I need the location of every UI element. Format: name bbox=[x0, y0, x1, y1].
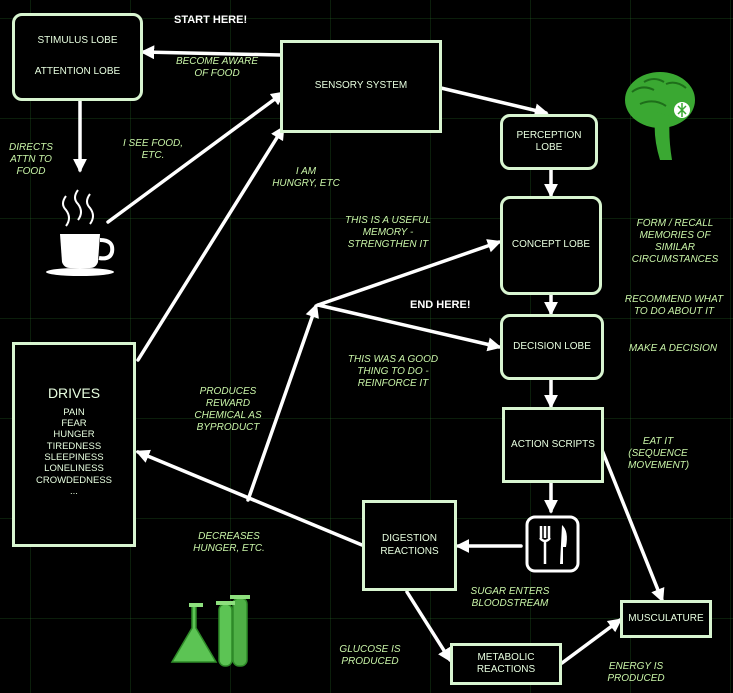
concept-lobe-label: CONCEPT LOBE bbox=[511, 239, 591, 251]
annotation-good-thing: THIS WAS A GOOD THING TO DO - REINFORCE … bbox=[347, 354, 439, 389]
annotation-energy-produced: ENERGY IS PRODUCED bbox=[607, 661, 665, 684]
action-scripts-box: ACTION SCRIPTS bbox=[502, 407, 604, 483]
stimulus-lobe-label: STIMULUS LOBE bbox=[37, 35, 118, 47]
drive-item: TIREDNESS bbox=[46, 440, 102, 452]
arrow-sensory-to-stimulus bbox=[140, 45, 282, 60]
drive-item: CROWDEDNESS bbox=[35, 474, 112, 486]
annotation-glucose-produced: GLUCOSE IS PRODUCED bbox=[339, 644, 401, 667]
concept-lobe-box: CONCEPT LOBE bbox=[500, 196, 602, 295]
perception-lobe-label-line1: PERCEPTION bbox=[516, 129, 582, 141]
action-scripts-label: ACTION SCRIPTS bbox=[511, 438, 595, 450]
annotation-i-see-food: I SEE FOOD, ETC. bbox=[122, 138, 183, 161]
annotation-form-recall: FORM / RECALL MEMORIES OF SIMILAR CIRCUM… bbox=[631, 218, 719, 265]
annotation-directs-attention: DIRECTS ATTN TO FOOD bbox=[9, 142, 53, 177]
perception-lobe-label-line2: LOBE bbox=[535, 142, 563, 153]
decision-lobe-box: DECISION LOBE bbox=[500, 314, 604, 380]
annotation-eat-it: EAT IT (SEQUENCE MOVEMENT) bbox=[628, 436, 690, 471]
end-here-label: END HERE! bbox=[410, 299, 471, 311]
arrow-digestion-to-metabolic bbox=[405, 590, 452, 663]
stimulus-attention-lobe-box: STIMULUS LOBE ATTENTION LOBE bbox=[12, 13, 143, 101]
annotation-make-decision: MAKE A DECISION bbox=[628, 343, 718, 354]
arrow-sensory-to-perception bbox=[439, 86, 549, 118]
arrow-reward-to-decision bbox=[316, 303, 502, 352]
annotation-i-am-hungry: I AM HUNGRY, ETC bbox=[272, 166, 340, 189]
perception-lobe-box: PERCEPTION LOBE bbox=[500, 114, 598, 170]
arrow-reward-to-concept bbox=[316, 239, 502, 307]
annotation-useful-memory: THIS IS A USEFUL MEMORY - STRENGTHEN IT bbox=[345, 215, 431, 250]
fork-knife-icon bbox=[525, 515, 580, 573]
digestion-reactions-box: DIGESTION REACTIONS bbox=[362, 500, 457, 591]
musculature-label: MUSCULATURE bbox=[628, 612, 704, 624]
drive-item: SLEEPINESS bbox=[44, 452, 104, 464]
arrow-action-to-musculature bbox=[600, 448, 665, 603]
metabolic-reactions-box: METABOLIC REACTIONS bbox=[450, 643, 562, 685]
lab-flask-icon bbox=[170, 595, 250, 667]
drives-list: PAIN FEAR HUNGER TIREDNESS SLEEPINESS LO… bbox=[36, 407, 112, 498]
musculature-box: MUSCULATURE bbox=[620, 600, 712, 638]
digestion-reactions-label-line1: DIGESTION bbox=[381, 533, 437, 544]
annotation-sugar-enters: SUGAR ENTERS BLOODSTREAM bbox=[470, 586, 550, 609]
metabolic-reactions-label-line1: METABOLIC bbox=[477, 651, 535, 663]
drive-item: PAIN bbox=[63, 406, 85, 418]
drives-box: DRIVES PAIN FEAR HUNGER TIREDNESS SLEEPI… bbox=[12, 342, 136, 547]
drive-item: LONELINESS bbox=[44, 463, 104, 475]
annotation-become-aware: BECOME AWARE OF FOOD bbox=[175, 56, 259, 79]
drives-title: DRIVES bbox=[47, 385, 101, 401]
arrow-reward-branch bbox=[246, 303, 319, 502]
annotation-decreases-hunger: DECREASES HUNGER, ETC. bbox=[193, 531, 265, 554]
digestion-reactions-label-line2: REACTIONS bbox=[380, 545, 439, 557]
sensory-system-box: SENSORY SYSTEM bbox=[280, 40, 442, 133]
arrow-drives-to-sensory bbox=[136, 125, 285, 362]
coffee-cup-icon bbox=[46, 189, 115, 276]
sensory-system-label: SENSORY SYSTEM bbox=[314, 80, 408, 92]
decision-lobe-label: DECISION LOBE bbox=[513, 340, 591, 352]
metabolic-reactions-label-line2: REACTIONS bbox=[476, 664, 536, 675]
annotation-produces-reward: PRODUCES REWARD CHEMICAL AS BYPRODUCT bbox=[194, 386, 262, 433]
drive-item: FEAR bbox=[61, 417, 87, 429]
brain-icon bbox=[625, 72, 695, 160]
start-here-label: START HERE! bbox=[174, 14, 248, 26]
drive-item: HUNGER bbox=[53, 429, 95, 441]
annotation-recommend: RECOMMEND WHAT TO DO ABOUT IT bbox=[624, 294, 724, 317]
arrow-food-to-sensory bbox=[106, 91, 286, 224]
attention-lobe-label: ATTENTION LOBE bbox=[34, 66, 121, 78]
arrow-metabolic-to-musculature bbox=[560, 618, 623, 665]
drive-item: ... bbox=[70, 486, 78, 498]
